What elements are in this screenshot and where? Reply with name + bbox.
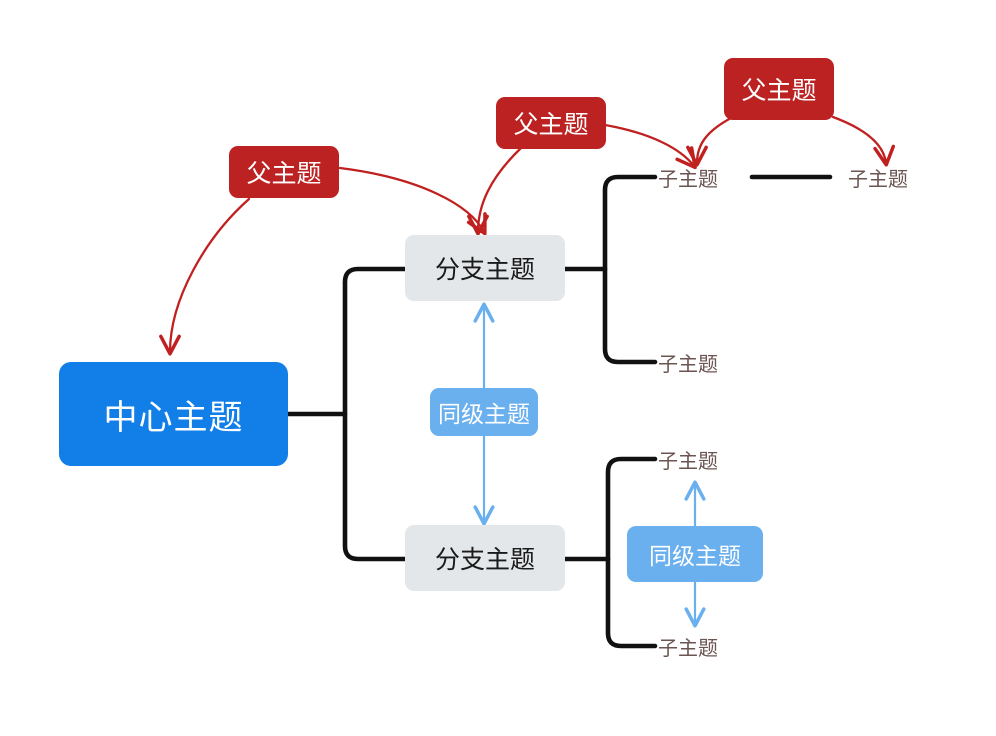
node-parent-topic-left-label: 父主题 — [246, 160, 322, 188]
node-sub-topic-top-3[interactable]: 子主题 — [658, 348, 750, 376]
node-sibling-topic-middle[interactable]: 同级主题 — [430, 388, 538, 436]
node-sub-topic-bottom-2-label: 子主题 — [658, 637, 718, 660]
arrow-parent-left-to-central — [159, 197, 251, 356]
node-sub-topic-bottom-2[interactable]: 子主题 — [658, 632, 750, 660]
node-parent-topic-left[interactable]: 父主题 — [229, 146, 339, 198]
edge-bracket-top-right — [602, 174, 658, 365]
node-sub-topic-bottom-1-label: 子主题 — [658, 450, 718, 473]
node-branch-topic-top-label: 分支主题 — [434, 256, 535, 284]
node-sub-topic-bottom-1[interactable]: 子主题 — [658, 445, 750, 473]
node-central-topic-label: 中心主题 — [103, 398, 244, 437]
node-sibling-topic-middle-label: 同级主题 — [438, 401, 530, 427]
arrow-parent-right-to-subtop3 — [831, 115, 896, 167]
node-sub-topic-top-1-label: 子主题 — [658, 168, 718, 191]
node-sub-topic-top-3-label: 子主题 — [658, 353, 718, 376]
arrow-parent-middle-to-branch — [467, 146, 523, 236]
node-sibling-topic-bottom[interactable]: 同级主题 — [627, 526, 763, 582]
node-branch-topic-top[interactable]: 分支主题 — [405, 235, 565, 301]
node-sub-topic-top-2[interactable]: 子主题 — [848, 163, 940, 191]
node-sub-topic-top-1[interactable]: 子主题 — [658, 163, 750, 191]
edge-bracket-main — [342, 266, 408, 562]
node-sibling-topic-bottom-label: 同级主题 — [649, 543, 741, 569]
node-branch-topic-bottom-label: 分支主题 — [434, 546, 535, 574]
node-parent-topic-middle-label: 父主题 — [513, 111, 589, 139]
node-parent-topic-middle[interactable]: 父主题 — [496, 97, 606, 149]
node-sub-topic-top-2-label: 子主题 — [848, 168, 908, 191]
node-parent-topic-right-label: 父主题 — [741, 77, 817, 105]
arrow-parent-middle-to-subtop1 — [603, 123, 697, 170]
arrow-parent-right-to-subtop1 — [686, 115, 735, 167]
arrow-parent-left-to-branch — [338, 166, 487, 236]
node-central-topic[interactable]: 中心主题 — [59, 362, 288, 466]
node-parent-topic-right[interactable]: 父主题 — [724, 58, 834, 120]
node-branch-topic-bottom[interactable]: 分支主题 — [405, 525, 565, 591]
